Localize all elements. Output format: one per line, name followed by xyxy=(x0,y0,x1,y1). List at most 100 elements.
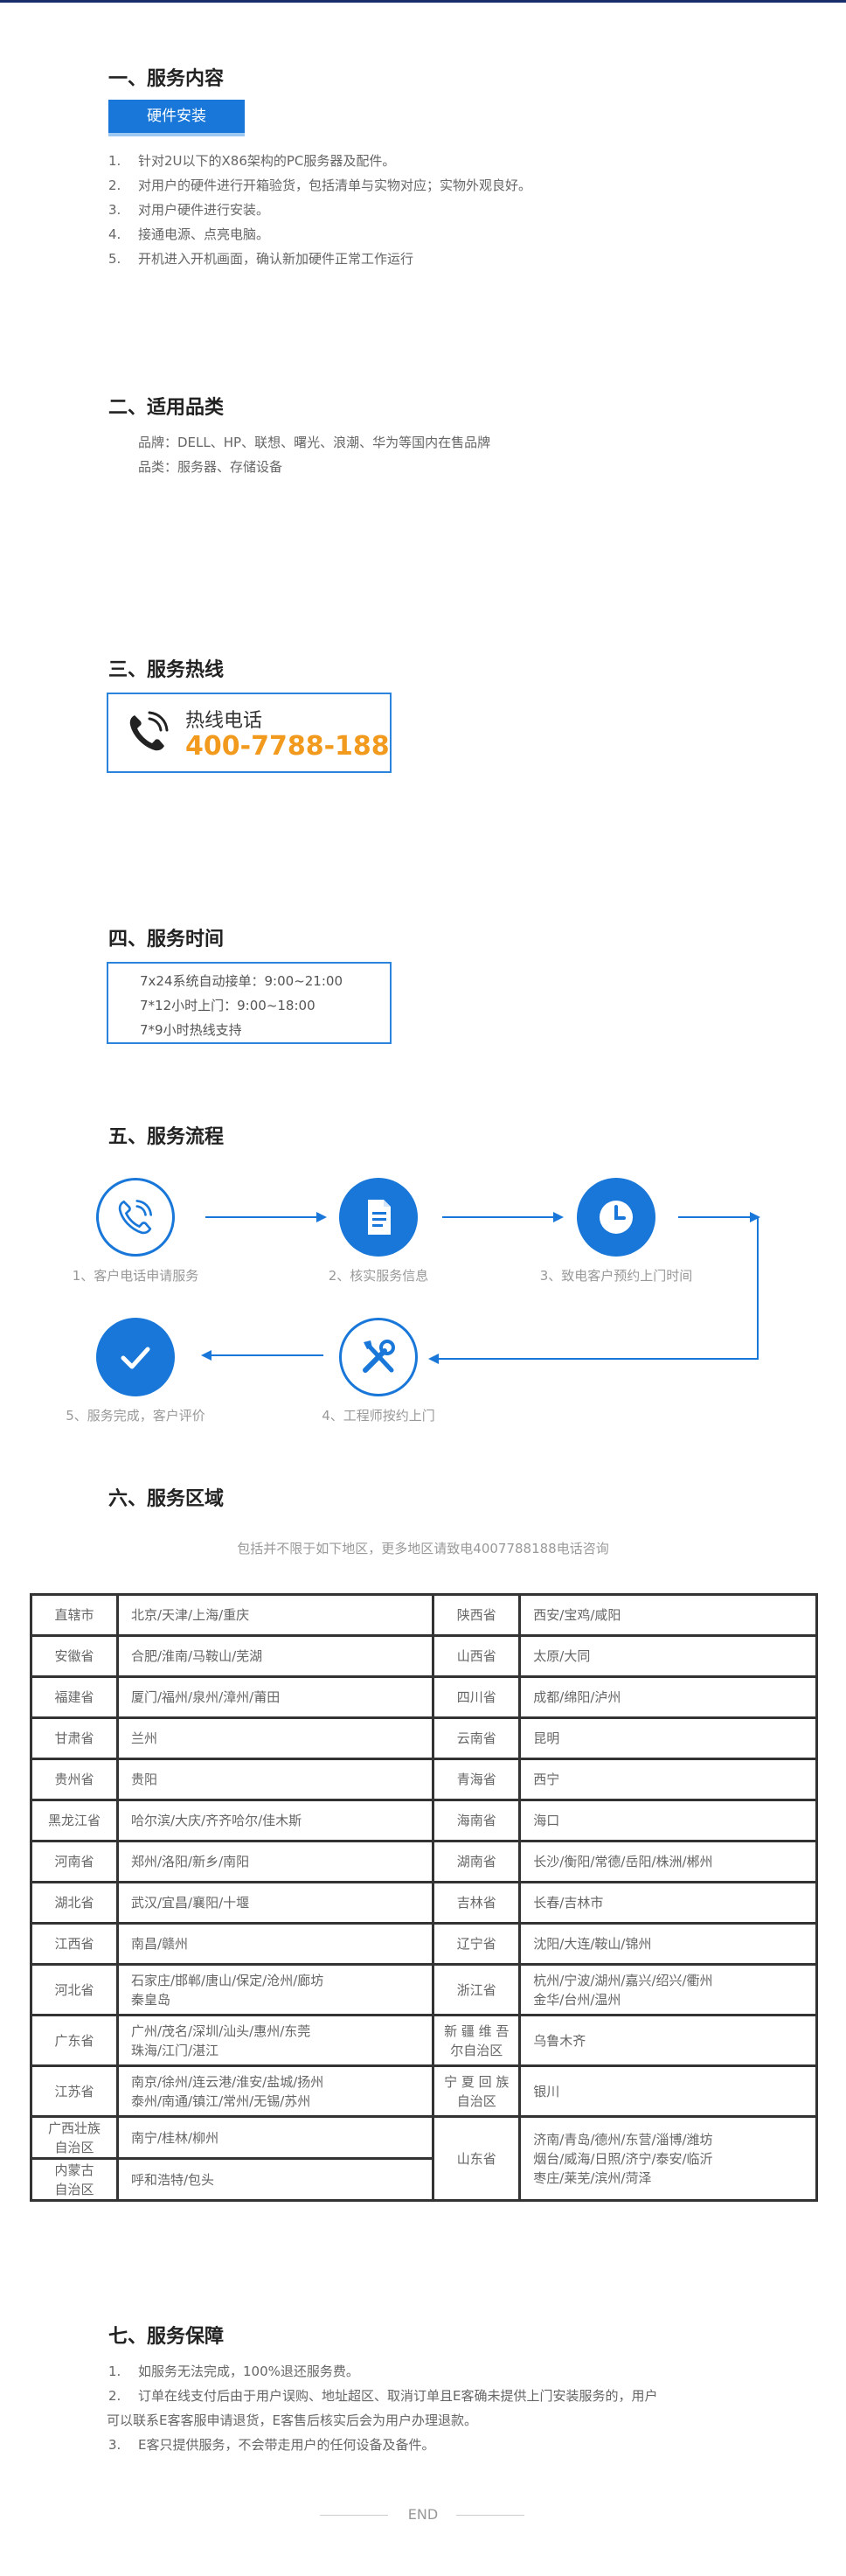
table-row: 广西壮族自治区南宁/桂林/柳州山东省济南/青岛/德州/东营/淄博/潍坊烟台/威海… xyxy=(30,2115,818,2202)
table-row: 甘肃省兰州云南省昆明 xyxy=(30,1716,818,1760)
province-cell: 新 疆 维 吾尔自治区 xyxy=(432,2014,522,2067)
table-row: 贵州省贵阳青海省西宁 xyxy=(30,1758,818,1801)
step-circle xyxy=(339,1178,418,1257)
province-cell: 四川省 xyxy=(432,1675,522,1719)
province-cell: 山东省 xyxy=(432,2115,522,2202)
province-cell: 辽宁省 xyxy=(432,1922,522,1966)
section-title-guarantee: 七、服务保障 xyxy=(108,2326,225,2348)
list-item: 2.订单在线支付后由于用户误购、地址超区、取消订单且E客确未提供上门安装服务的，… xyxy=(108,2388,658,2404)
city-cell: 西安/宝鸡/咸阳 xyxy=(518,1593,818,1637)
section-title-process: 五、服务流程 xyxy=(108,1126,225,1148)
table-row: 湖北省武汉/宜昌/襄阳/十堰吉林省长春/吉林市 xyxy=(30,1881,818,1925)
tools-icon xyxy=(363,1340,395,1373)
service-time-box: 7x24系统自动接单：9:00~21:00 7*12小时上门：9:00~18:0… xyxy=(107,962,392,1044)
table-row: 河北省石家庄/邯郸/唐山/保定/沧州/廊坊秦皇岛浙江省杭州/宁波/湖州/嘉兴/绍… xyxy=(30,1963,818,2016)
service-time-line: 7x24系统自动接单：9:00~21:00 xyxy=(140,973,343,989)
province-cell: 青海省 xyxy=(432,1758,522,1801)
arrow-head xyxy=(553,1212,564,1222)
flow-arrow xyxy=(205,1216,319,1218)
city-cell: 贵阳 xyxy=(115,1758,435,1801)
phone-icon xyxy=(129,711,169,751)
step-circle xyxy=(577,1178,655,1257)
province-cell: 山西省 xyxy=(432,1634,522,1678)
city-cell: 北京/天津/上海/重庆 xyxy=(115,1593,435,1637)
step-label: 4、工程师按约上门 xyxy=(322,1408,435,1424)
province-cell: 甘肃省 xyxy=(30,1716,119,1760)
city-cell: 兰州 xyxy=(115,1716,435,1760)
province-cell: 宁 夏 回 族自治区 xyxy=(432,2064,522,2118)
flow-arrow xyxy=(210,1354,323,1356)
city-cell: 石家庄/邯郸/唐山/保定/沧州/廊坊秦皇岛 xyxy=(115,1963,435,2016)
end-marker: END xyxy=(407,2506,439,2523)
phone-icon xyxy=(118,1200,153,1235)
top-accent-bar xyxy=(0,0,846,3)
province-cell: 内蒙古自治区 xyxy=(30,2157,119,2202)
end-divider xyxy=(456,2515,524,2516)
table-row: 河南省郑州/洛阳/新乡/南阳湖南省长沙/衡阳/常德/岳阳/株洲/郴州 xyxy=(30,1840,818,1883)
flow-arrow xyxy=(437,1358,759,1360)
city-cell: 太原/大同 xyxy=(518,1634,818,1678)
city-cell: 济南/青岛/德州/东营/淄博/潍坊烟台/威海/日照/济宁/泰安/临沂枣庄/莱芜/… xyxy=(518,2115,818,2202)
city-cell: 武汉/宜昌/襄阳/十堰 xyxy=(115,1881,435,1925)
table-row: 内蒙古自治区呼和浩特/包头 xyxy=(30,2157,817,2202)
clock-icon xyxy=(600,1201,633,1234)
city-cell: 西宁 xyxy=(518,1758,818,1801)
arrow-head xyxy=(316,1212,327,1222)
city-cell: 成都/绵阳/泸州 xyxy=(518,1675,818,1719)
city-cell: 呼和浩特/包头 xyxy=(115,2157,435,2202)
list-item: 2.对用户的硬件进行开箱验货，包括清单与实物对应；实物外观良好。 xyxy=(108,178,532,193)
step-label: 1、客户电话申请服务 xyxy=(72,1268,199,1284)
city-cell: 广州/茂名/深圳/汕头/惠州/东莞珠海/江门/湛江 xyxy=(115,2014,435,2067)
city-cell: 哈尔滨/大庆/齐齐哈尔/佳木斯 xyxy=(115,1799,435,1842)
city-cell: 银川 xyxy=(518,2064,818,2118)
service-time-line: 7*9小时热线支持 xyxy=(140,1022,242,1038)
province-cell: 河北省 xyxy=(30,1963,119,2016)
service-area-table: 直辖市北京/天津/上海/重庆陕西省西安/宝鸡/咸阳安徽省合肥/淮南/马鞍山/芜湖… xyxy=(30,1593,818,2202)
hotline-box: 热线电话 400-7788-188 xyxy=(107,693,392,773)
step-label: 2、核实服务信息 xyxy=(328,1268,429,1284)
province-cell: 福建省 xyxy=(30,1675,119,1719)
province-cell: 云南省 xyxy=(432,1716,522,1760)
city-cell: 昆明 xyxy=(518,1716,818,1760)
province-cell: 浙江省 xyxy=(432,1963,522,2016)
section-title-service-content: 一、服务内容 xyxy=(108,68,225,90)
province-cell: 直辖市 xyxy=(30,1593,119,1637)
province-cell: 江西省 xyxy=(30,1922,119,1966)
table-row: 安徽省合肥/淮南/马鞍山/芜湖山西省太原/大同 xyxy=(30,1634,818,1678)
table-row: 福建省厦门/福州/泉州/漳州/莆田四川省成都/绵阳/泸州 xyxy=(30,1675,818,1719)
service-content-list: 1.针对2U以下的X86架构的PC服务器及配件。 2.对用户的硬件进行开箱验货，… xyxy=(108,149,531,271)
province-cell: 安徽省 xyxy=(30,1634,119,1678)
table-row: 直辖市北京/天津/上海/重庆陕西省西安/宝鸡/咸阳 xyxy=(30,1593,818,1637)
city-cell: 南昌/赣州 xyxy=(115,1922,435,1966)
list-item: 可以联系E客客服申请退货，E客售后核实后会为用户办理退款。 xyxy=(107,2412,477,2428)
step-label: 3、致电客户预约上门时间 xyxy=(539,1268,693,1284)
section-title-service-area: 六、服务区域 xyxy=(108,1488,225,1510)
province-cell: 广东省 xyxy=(30,2014,119,2067)
section-title-applicable: 二、适用品类 xyxy=(108,397,225,419)
city-cell: 沈阳/大连/鞍山/锦州 xyxy=(518,1922,818,1966)
category-text: 品类：服务器、存储设备 xyxy=(138,459,283,475)
step-circle xyxy=(96,1318,175,1396)
list-item: 4.接通电源、点亮电脑。 xyxy=(108,226,270,242)
flow-arrow xyxy=(757,1216,759,1360)
city-cell: 合肥/淮南/马鞍山/芜湖 xyxy=(115,1634,435,1678)
city-cell: 南京/徐州/连云港/淮安/盐城/扬州泰州/南通/镇江/常州/无锡/苏州 xyxy=(115,2064,435,2118)
province-cell: 湖南省 xyxy=(432,1840,522,1883)
city-cell: 海口 xyxy=(518,1799,818,1842)
province-cell: 广西壮族自治区 xyxy=(30,2115,119,2160)
list-item: 5.开机进入开机画面，确认新加硬件正常工作运行 xyxy=(108,251,414,267)
list-item: 1.针对2U以下的X86架构的PC服务器及配件。 xyxy=(108,153,396,169)
hotline-number: 400-7788-188 xyxy=(185,731,390,762)
guarantee-list: 1.如服务无法完成，100%退还服务费。 2.订单在线支付后由于用户误购、地址超… xyxy=(107,2359,658,2457)
table-row: 广东省广州/茂名/深圳/汕头/惠州/东莞珠海/江门/湛江新 疆 维 吾尔自治区乌… xyxy=(30,2014,818,2067)
hotline-label: 热线电话 xyxy=(185,710,263,732)
service-area-note: 包括并不限于如下地区，更多地区请致电4007788188电话咨询 xyxy=(237,1541,609,1556)
check-icon xyxy=(121,1347,150,1369)
city-cell: 郑州/洛阳/新乡/南阳 xyxy=(115,1840,435,1883)
step-circle xyxy=(339,1318,418,1396)
list-item: 3.E客只提供服务，不会带走用户的任何设备及备件。 xyxy=(108,2437,435,2453)
list-item: 3.对用户硬件进行安装。 xyxy=(108,202,270,218)
province-cell: 江苏省 xyxy=(30,2064,119,2118)
table-row: 黑龙江省哈尔滨/大庆/齐齐哈尔/佳木斯海南省海口 xyxy=(30,1799,818,1842)
city-cell: 长春/吉林市 xyxy=(518,1881,818,1925)
